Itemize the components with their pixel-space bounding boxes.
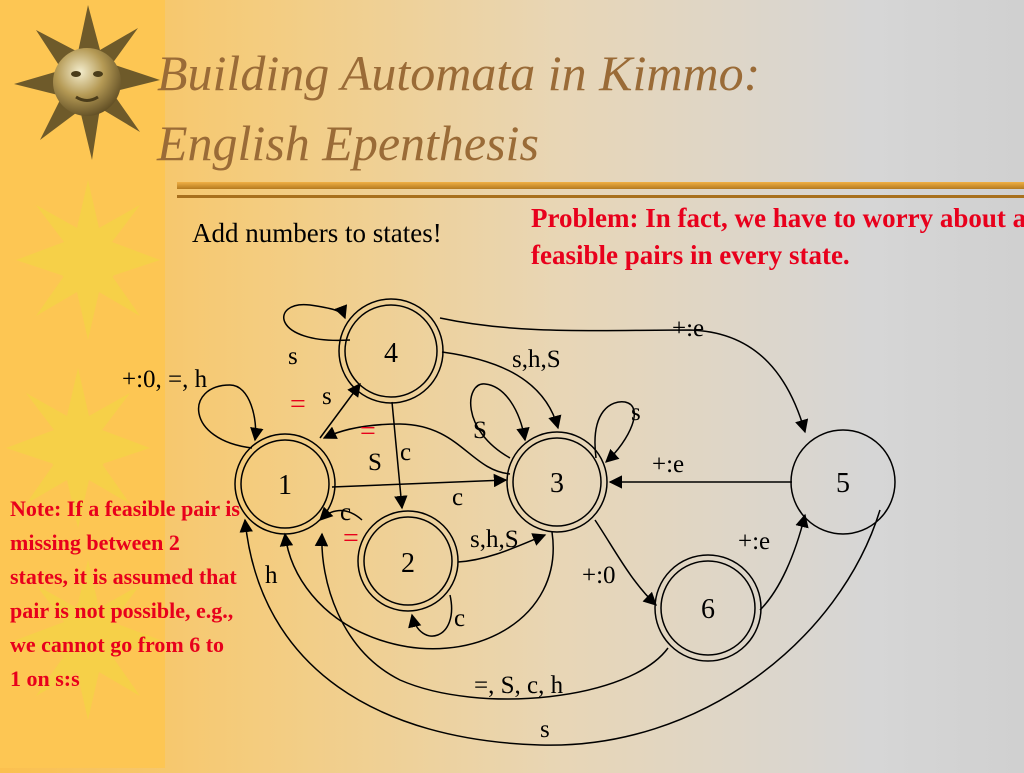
edge-loop-3-S [469,383,530,459]
edge-label-1-to-4-s: s [322,383,332,410]
edge-loop-4 [283,303,351,342]
edge-label-2-to-1-c: c [340,499,351,526]
edge-label-loop-1: +:0, =, h [122,366,208,393]
edge-loop-1 [197,384,264,449]
edge-label-6-to-5: +:e [738,528,770,555]
edge-3-to-6 [594,519,657,606]
edge-label-2-to-1-eq: = [343,523,359,554]
state-2-label: 2 [401,548,415,579]
edge-loop-2 [408,594,453,637]
state-2: 2 [357,510,459,612]
state-1-label: 1 [278,470,292,501]
edge-label-4-to-2: c [400,439,411,466]
edge-6-to-1 [314,532,669,700]
state-3-label: 3 [550,468,564,499]
edge-4-to-3 [441,351,562,430]
edge-label-1-to-3: c [452,484,463,511]
state-4-label: 4 [384,338,398,369]
sun-icon [16,560,160,720]
edge-label-3-to-1-h: h [265,562,278,589]
problem-text: Problem: In fact, we have to worry about… [531,203,1024,270]
edge-4-to-5 [439,317,809,434]
edge-label-loop-3-S: S [473,417,487,444]
state-5-label: 5 [836,468,850,499]
edge-label-3-to-6: +:0 [582,562,616,589]
state-6-label: 6 [701,594,715,625]
edge-label-loop-2: c [454,605,465,632]
sun-face-icon [14,5,160,160]
state-3: 3 [506,431,608,533]
sun-icon [6,368,150,528]
edge-label-5-to-1: s [540,716,550,743]
note-text: Note: If a feasible pair is missing betw… [10,496,240,691]
edge-label-3-to-5: +:e [652,451,684,478]
edge-6-to-5 [759,513,809,611]
decorative-sidebar [0,0,165,768]
edge-1-to-3 [331,473,508,488]
slide-title: Building Automata in Kimmo: English Epen… [157,38,760,178]
edge-label-3-to-1-S: S [368,449,382,476]
edge-label-2-to-3: s,h,S [470,526,519,553]
edge-label-loop-3-s: s [631,399,641,426]
edge-label-6-to-1: =, S, c, h [474,672,564,699]
title-line-1: Building Automata in Kimmo: [157,45,761,101]
edge-4-to-2 [391,401,408,510]
edge-3-to-1 [322,423,511,475]
edge-label-3-to-1-eq: = [360,416,376,447]
state-4: 4 [338,298,444,404]
edge-label-4-to-5: +:e [672,315,704,342]
instruction-text: Add numbers to states! [192,218,442,248]
state-6: 6 [654,554,762,662]
sun-icon [16,180,160,340]
title-rule-thin [177,195,1024,198]
state-5: 5 [790,429,896,535]
edge-3-to-1-h [279,531,554,650]
edge-loop-3-s [594,401,636,463]
title-rule [177,182,1024,189]
title-line-2: English Epenthesis [157,115,539,171]
sun-decoration [6,5,160,720]
edge-5-to-1 [239,509,881,746]
edge-label-loop-4: s [288,343,298,370]
edge-2-to-3 [457,533,547,563]
edge-label-4-to-3: s,h,S [512,346,561,373]
state-1: 1 [234,433,336,535]
edge-label-1-to-4-eq: = [290,389,306,420]
